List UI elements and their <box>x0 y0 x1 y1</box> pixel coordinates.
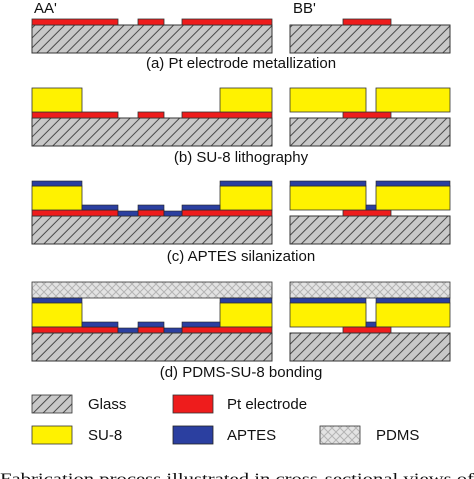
aptes-layer <box>365 321 377 328</box>
aptes-layer <box>81 204 119 211</box>
pt-electrode <box>342 18 392 26</box>
bb-section-header: BB' <box>293 0 316 17</box>
aptes-layer <box>81 321 119 328</box>
pt-electrode <box>342 111 392 119</box>
glass-substrate <box>289 332 451 362</box>
step-b-bb-cross-section <box>289 87 451 147</box>
su8-layer <box>289 185 367 211</box>
legend-label-pt-electrode: Pt electrode <box>227 396 307 413</box>
aptes-layer <box>137 321 165 328</box>
glass-substrate <box>31 24 273 54</box>
pt-electrode <box>137 326 165 334</box>
glass-substrate <box>31 215 273 245</box>
legend-item-pt-electrode: Pt electrode <box>172 394 307 414</box>
aptes-layer <box>289 297 367 304</box>
step-c-caption: (c) APTES silanization <box>167 248 315 265</box>
aptes-layer <box>137 204 165 211</box>
pt-electrode <box>342 326 392 334</box>
aptes-layer <box>289 180 367 187</box>
glass-substrate <box>289 24 451 54</box>
su8-layer <box>375 302 451 328</box>
aptes-layer <box>219 180 273 187</box>
aptes-layer <box>181 204 221 211</box>
su8-layer <box>375 185 451 211</box>
pt-electrode-swatch <box>172 394 214 414</box>
legend-label-glass: Glass <box>88 396 126 413</box>
step-a-bb-cross-section <box>289 18 451 54</box>
legend-label-pdms: PDMS <box>376 427 419 444</box>
step-b-diagram <box>31 87 451 147</box>
legend-label-su8: SU-8 <box>88 427 122 444</box>
pt-electrode <box>137 209 165 217</box>
su8-layer <box>31 185 83 211</box>
aptes-swatch <box>172 425 214 445</box>
aptes-layer <box>163 327 183 334</box>
legend-item-su8: SU-8 <box>31 425 122 445</box>
su8-layer <box>219 185 273 211</box>
su8-swatch <box>31 425 73 445</box>
legend-item-aptes: APTES <box>172 425 276 445</box>
pt-electrode <box>181 209 273 217</box>
pdms-layer <box>289 281 451 299</box>
pt-electrode <box>181 111 273 119</box>
step-a-diagram <box>31 18 451 54</box>
pt-electrode <box>181 18 273 26</box>
pt-electrode <box>137 111 165 119</box>
aptes-layer <box>163 210 183 217</box>
aptes-layer <box>219 297 273 304</box>
pt-electrode <box>31 209 119 217</box>
step-a-aa-cross-section <box>31 18 273 54</box>
aptes-layer <box>31 297 83 304</box>
glass-substrate <box>31 332 273 362</box>
su8-layer <box>375 87 451 113</box>
glass-substrate <box>289 117 451 147</box>
su8-layer <box>289 302 367 328</box>
pt-electrode <box>31 326 119 334</box>
su8-layer <box>219 87 273 113</box>
pt-electrode <box>137 18 165 26</box>
aptes-layer <box>117 210 139 217</box>
step-a-caption: (a) Pt electrode metallization <box>146 55 336 72</box>
step-c-bb-cross-section <box>289 180 451 245</box>
su8-layer <box>219 302 273 328</box>
pt-electrode <box>31 111 119 119</box>
step-d-bb-cross-section <box>289 281 451 362</box>
pdms-swatch <box>319 425 361 445</box>
aptes-layer <box>181 321 221 328</box>
aptes-layer <box>117 327 139 334</box>
aptes-layer <box>365 204 377 211</box>
aa-section-header: AA' <box>34 0 57 17</box>
pt-electrode <box>31 18 119 26</box>
su8-layer <box>31 87 83 113</box>
su8-layer <box>289 87 367 113</box>
step-b-caption: (b) SU-8 lithography <box>174 149 309 166</box>
su8-layer <box>31 302 83 328</box>
aptes-layer <box>31 180 83 187</box>
aptes-layer <box>375 297 451 304</box>
pdms-layer <box>31 281 273 299</box>
step-d-aa-cross-section <box>31 281 273 362</box>
figure-caption-partial: Fabrication process illustrated in cross… <box>0 471 474 479</box>
pt-electrode <box>181 326 273 334</box>
step-c-diagram <box>31 180 451 245</box>
legend-item-pdms: PDMS <box>319 425 419 445</box>
glass-swatch <box>31 394 73 414</box>
legend-item-glass: Glass <box>31 394 126 414</box>
step-b-aa-cross-section <box>31 87 273 147</box>
step-d-caption: (d) PDMS-SU-8 bonding <box>160 364 323 381</box>
pt-electrode <box>342 209 392 217</box>
glass-substrate <box>289 215 451 245</box>
aptes-layer <box>375 180 451 187</box>
legend: Glass Pt electrode SU-8 APTES PDMS <box>31 394 419 445</box>
step-d-diagram <box>31 281 451 362</box>
glass-substrate <box>31 117 273 147</box>
step-c-aa-cross-section <box>31 180 273 245</box>
legend-label-aptes: APTES <box>227 427 276 444</box>
